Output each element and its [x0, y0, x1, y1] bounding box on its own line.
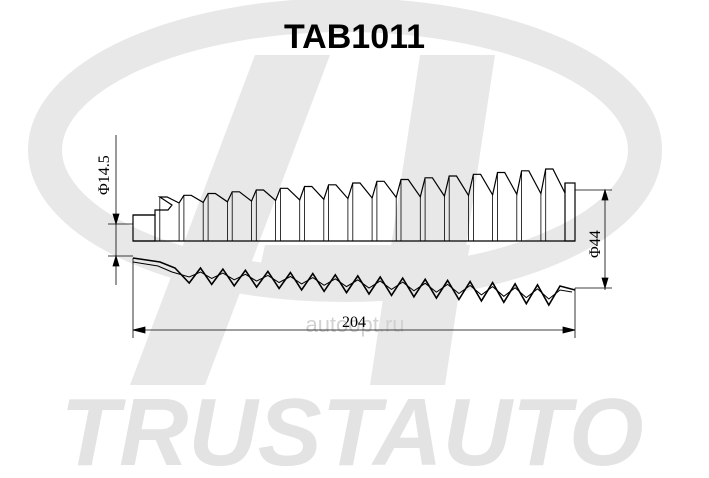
large-dia-arrow-bottom — [601, 277, 609, 290]
large-dia-arrow-top — [601, 188, 609, 201]
boot-pleats-inner-lines — [159, 169, 566, 241]
small-dia-arrow-top — [112, 213, 120, 226]
dimension-lines — [108, 135, 612, 338]
boot-outline-bottom — [132, 257, 576, 307]
length-arrow-left — [132, 326, 146, 334]
logo-stroke-left — [130, 55, 330, 385]
part-number-title: TAB1011 — [283, 18, 426, 56]
small-dia-arrow-bottom — [112, 254, 120, 267]
large-diameter-label: Φ44 — [587, 230, 604, 258]
boot-pleats-bottom-inner — [132, 261, 573, 300]
brand-watermark-text: TRUSTAUTO — [60, 379, 643, 473]
boot-outline-top — [132, 168, 576, 242]
url-watermark-text: autoopt.ru — [305, 312, 404, 337]
boot-pleats-bottom — [132, 257, 576, 307]
length-label: 204 — [342, 314, 366, 331]
small-diameter-label: Φ14.5 — [96, 155, 113, 195]
large-end-ring — [564, 182, 576, 242]
logo-stroke-right — [370, 55, 495, 385]
length-arrow-right — [562, 326, 576, 334]
